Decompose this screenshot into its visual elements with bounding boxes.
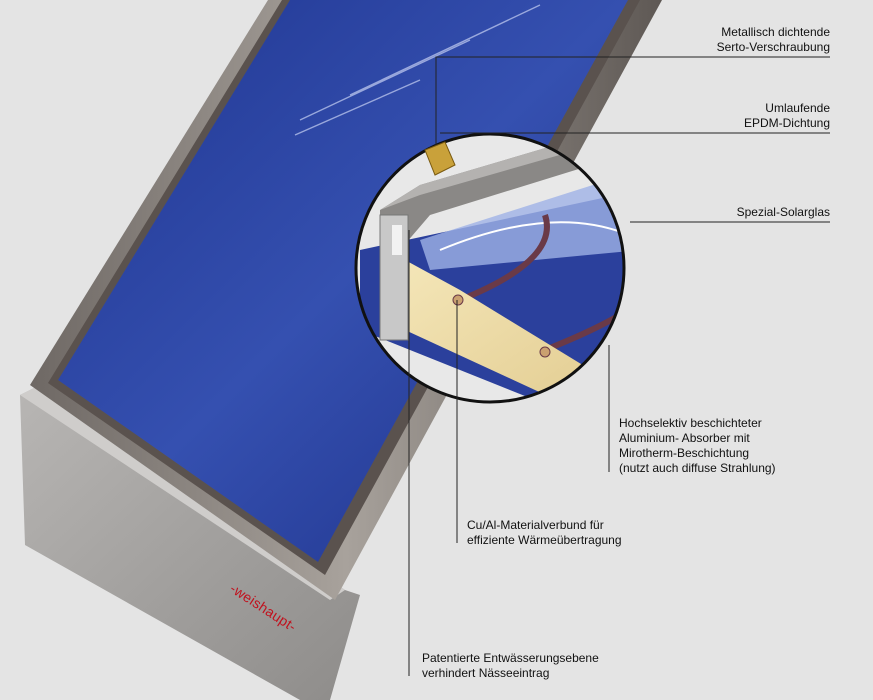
label-drainage: Patentierte Entwässerungsebene verhinder… xyxy=(422,651,599,681)
label-line: Umlaufende xyxy=(765,101,830,115)
label-cual: Cu/Al-Materialverbund für effiziente Wär… xyxy=(467,518,622,548)
label-epdm: Umlaufende EPDM-Dichtung xyxy=(744,101,830,131)
label-serto: Metallisch dichtende Serto-Verschraubung xyxy=(717,25,830,55)
label-line: Patentierte Entwässerungsebene xyxy=(422,651,599,665)
label-line: Cu/Al-Materialverbund für xyxy=(467,518,604,532)
collector-base xyxy=(20,385,360,700)
label-line: Hochselektiv beschichteter xyxy=(619,416,762,430)
label-line: effiziente Wärmeübertragung xyxy=(467,533,622,547)
label-solarglas: Spezial-Solarglas xyxy=(737,205,830,220)
label-absorber: Hochselektiv beschichteter Aluminium- Ab… xyxy=(619,416,776,476)
label-line: Serto-Verschraubung xyxy=(716,40,830,54)
label-line: Mirotherm-Beschichtung xyxy=(619,446,750,460)
label-line: Metallisch dichtende xyxy=(721,25,830,39)
label-line: Spezial-Solarglas xyxy=(736,205,830,219)
leader-lines xyxy=(408,56,830,676)
label-line: verhindert Nässeeintrag xyxy=(422,666,550,680)
label-line: (nutzt auch diffuse Strahlung) xyxy=(619,461,776,475)
label-line: EPDM-Dichtung xyxy=(743,116,830,130)
serto-fitting xyxy=(424,141,456,176)
label-line: Aluminium- Absorber mit xyxy=(619,431,750,445)
